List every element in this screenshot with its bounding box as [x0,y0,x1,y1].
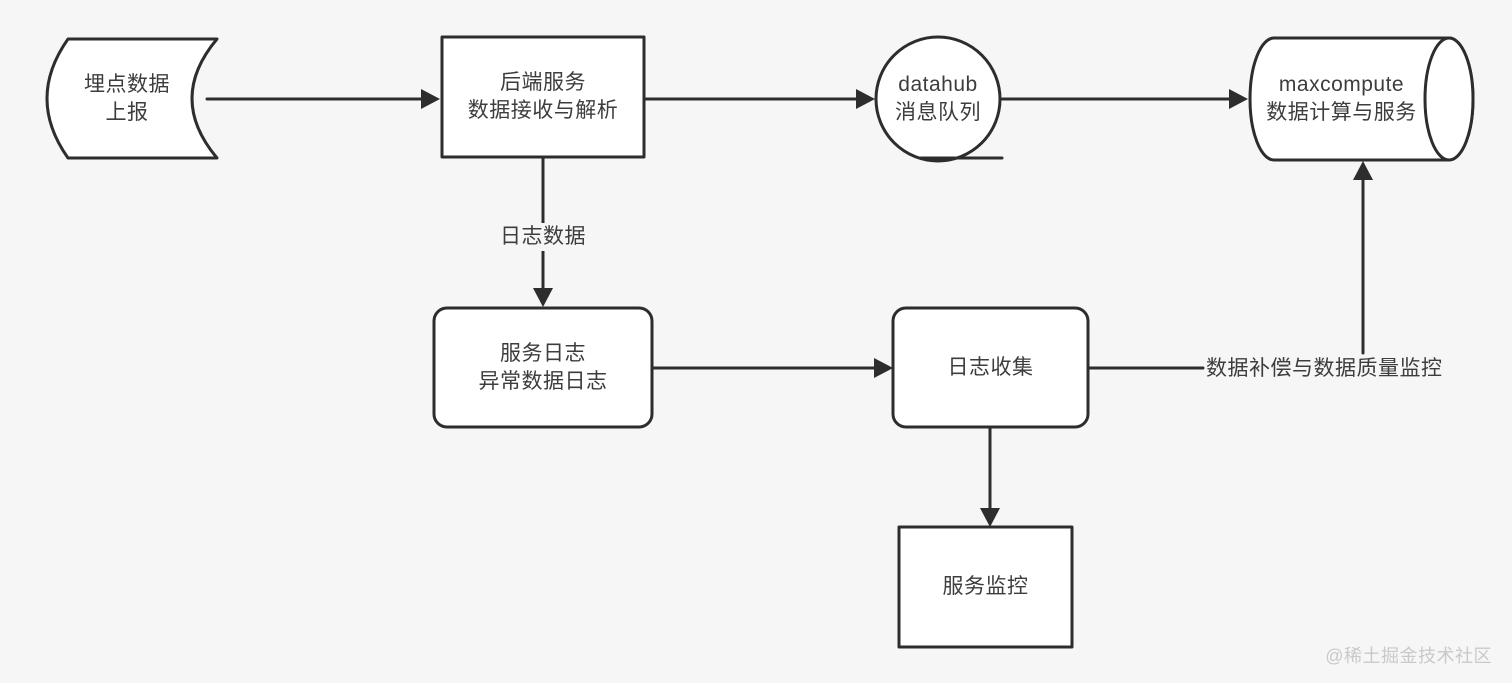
backend-service-shape [440,35,646,159]
arrowhead-backend-to-servicelog [533,288,553,307]
service-monitor-shape [897,525,1074,649]
stored-data-shape [45,37,219,160]
arrowhead-backend-to-datahub [856,89,875,109]
maxcompute-cylinder-cap [1423,36,1475,162]
arrowhead-tracking-to-backend [421,89,440,109]
arrowhead-compensation-to-maxcompute [1353,161,1373,180]
service-log-shape [432,306,654,429]
datahub-circle-shape [874,35,1002,163]
log-collection-shape [891,306,1090,429]
arrowhead-datahub-to-maxcompute [1229,89,1248,109]
arrowhead-servicelog-to-logcollection [874,358,893,378]
arrowhead-logcollection-to-monitor [980,508,1000,527]
